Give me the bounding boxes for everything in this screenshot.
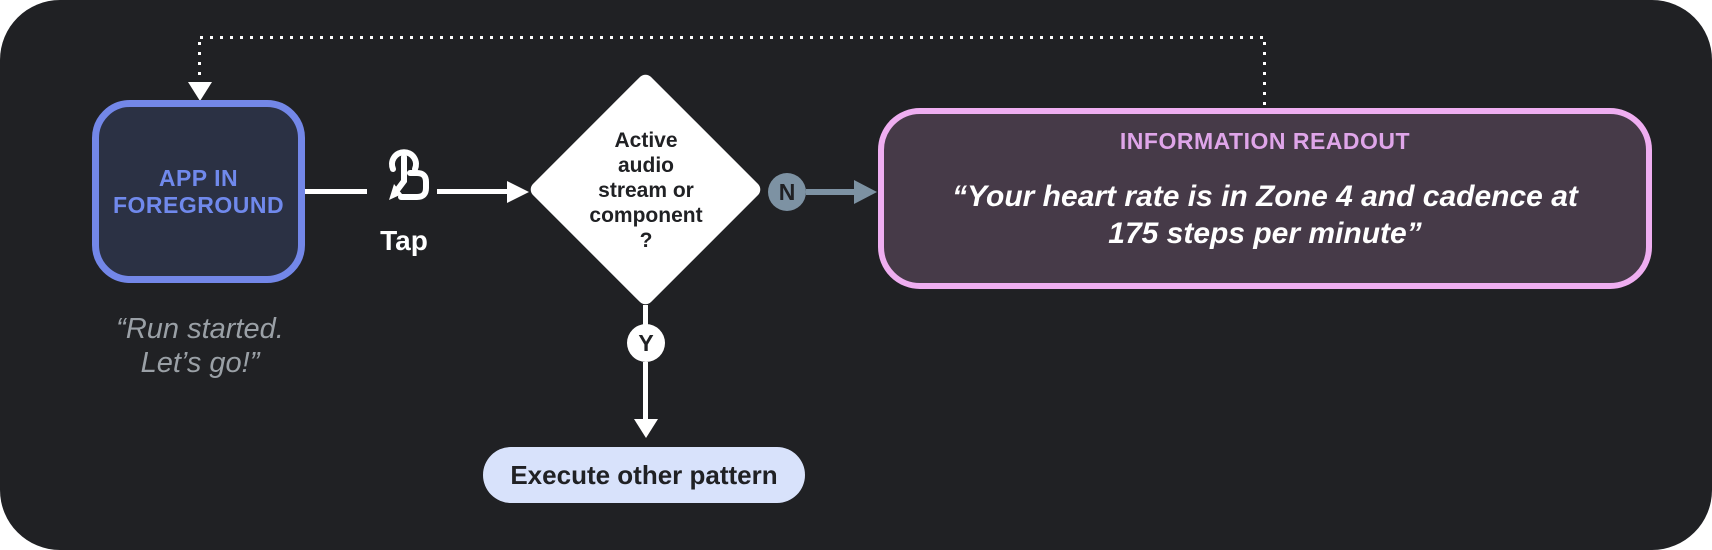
decision-line: audio xyxy=(618,154,674,177)
tap-gesture-icon xyxy=(389,149,429,200)
dotted-feedback-line-right xyxy=(1263,42,1266,106)
dotted-feedback-line-left xyxy=(198,42,201,80)
connector-decision-to-yes xyxy=(643,305,648,325)
branch-no-badge: N xyxy=(768,173,806,211)
app-voice-caption: “Run started. Let’s go!” xyxy=(60,312,340,380)
node-execute-other-pattern: Execute other pattern xyxy=(483,447,805,503)
app-label-line2: FOREGROUND xyxy=(112,191,285,218)
decision-line: component xyxy=(589,204,703,227)
tap-label: Tap xyxy=(380,225,428,256)
connector-tap-to-decision xyxy=(437,189,508,194)
caption-line2: Let’s go!” xyxy=(140,347,260,379)
branch-yes-badge: Y xyxy=(627,324,665,362)
arrow-down-icon xyxy=(634,419,658,438)
app-label-line1: APP IN xyxy=(158,164,239,191)
connector-no-branch xyxy=(806,189,855,195)
arrow-right-icon xyxy=(507,181,529,203)
node-information-readout: INFORMATION READOUT “Your heart rate is … xyxy=(878,108,1652,289)
app-label: APP IN FOREGROUND xyxy=(113,165,284,219)
caption-line1: “Run started. xyxy=(116,313,284,345)
connector-yes-branch xyxy=(643,362,648,420)
dotted-feedback-line-top xyxy=(200,36,1266,39)
decision-line: Active xyxy=(614,129,678,152)
readout-quote-line2: 175 steps per minute” xyxy=(1108,217,1422,250)
decision-line: ? xyxy=(639,229,653,252)
node-app-in-foreground: APP IN FOREGROUND xyxy=(92,100,305,283)
connector-app-to-tap xyxy=(305,189,367,194)
decision-text: Active audio stream or component ? xyxy=(546,128,746,253)
feedback-arrowhead-down-icon xyxy=(188,82,212,101)
readout-title: INFORMATION READOUT xyxy=(1119,128,1411,154)
readout-quote-line1: “Your heart rate is in Zone 4 and cadenc… xyxy=(952,180,1578,213)
arrow-right-gray-icon xyxy=(854,180,877,204)
readout-quote: “Your heart rate is in Zone 4 and cadenc… xyxy=(884,178,1646,252)
decision-line: stream or xyxy=(598,179,694,202)
